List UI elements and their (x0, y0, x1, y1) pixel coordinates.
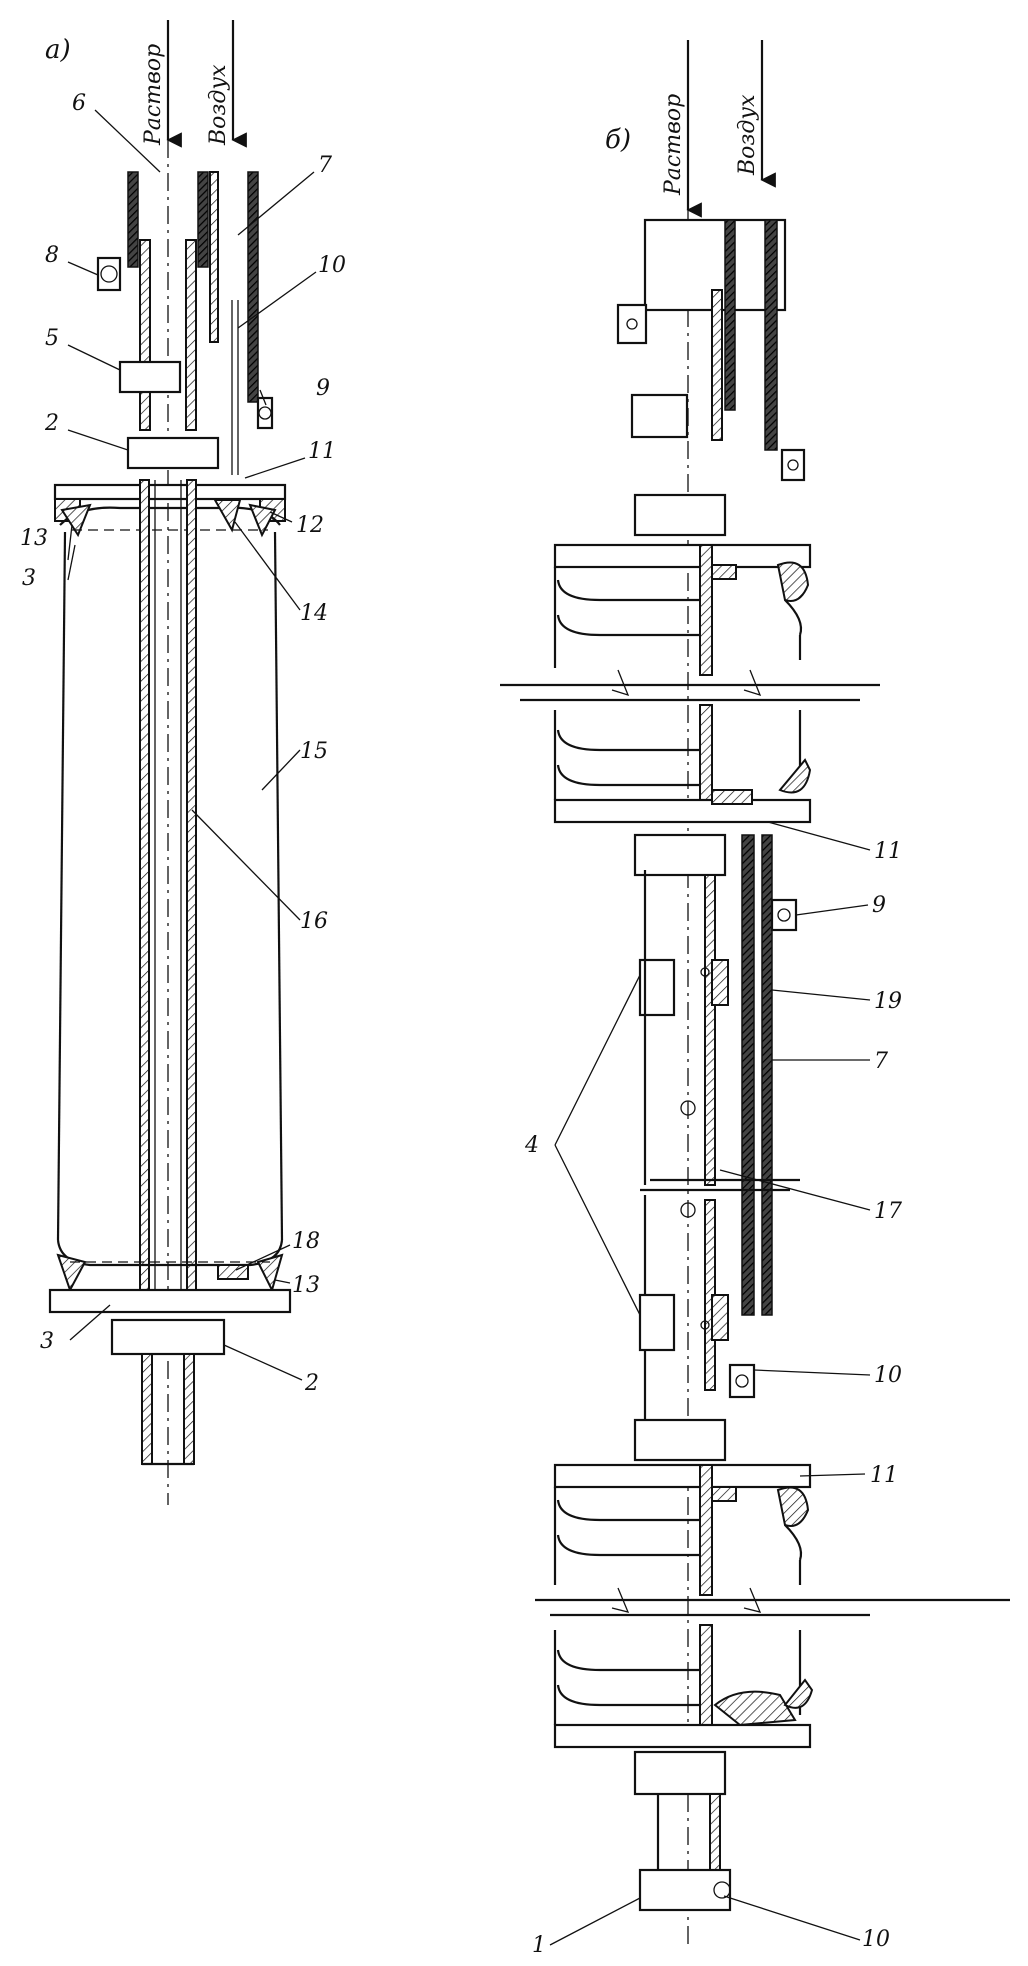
seal-b-top (776, 561, 810, 602)
callout-b-10-bottom: 10 (862, 1927, 890, 1952)
plug-10 (713, 1881, 731, 1899)
hose-wall-mid (197, 171, 209, 268)
panel-a: а) Раствор Воздух (20, 20, 346, 1505)
panel-b: б) Раствор Воздух (500, 40, 1010, 1958)
nut-b-bottom (633, 1750, 727, 1796)
air-hose-wall (247, 171, 259, 403)
cylinder-15-right (273, 531, 284, 1241)
callout-a-16: 16 (300, 909, 328, 934)
flow-label-air-b: Воздух (735, 94, 760, 176)
clamp-8 (96, 256, 122, 292)
clamp-8-bolt (100, 265, 118, 283)
clamp-9 (256, 396, 274, 430)
top-flange (53, 483, 287, 501)
outlet-pipe-right (183, 1353, 195, 1465)
end-cap-1 (638, 1868, 732, 1912)
tube-16-wall-right (186, 479, 197, 1301)
callout-a-8: 8 (45, 243, 59, 268)
nut-b-top (630, 393, 689, 439)
nut-2-bottom (110, 1318, 226, 1356)
bell-b-top-flange (553, 543, 812, 569)
fitting-14 (213, 499, 242, 533)
hose-7 (761, 834, 773, 1316)
callout-a-2-bottom: 2 (304, 1371, 319, 1396)
callout-b-4: 4 (524, 1133, 539, 1158)
callout-b-9: 9 (872, 893, 886, 918)
callout-b-7: 7 (874, 1049, 888, 1074)
nut-2-top (126, 436, 220, 470)
pipe-wall-right (185, 239, 197, 431)
callout-a-13-bottom: 13 (292, 1273, 320, 1298)
nut-b-mid (633, 833, 727, 877)
callout-a-13-top: 13 (20, 526, 48, 551)
callout-a-12: 12 (296, 513, 324, 538)
callout-a-2: 2 (44, 411, 59, 436)
outlet-pipe-left (141, 1353, 153, 1465)
callout-a-18: 18 (292, 1229, 320, 1254)
nut-5 (118, 360, 182, 394)
hose-wall-left (127, 171, 139, 268)
flow-label-solution-a: Раствор (141, 44, 166, 146)
callout-a-9: 9 (316, 376, 330, 401)
clamp-b-9 (770, 898, 798, 932)
air-hose-inner (209, 171, 219, 343)
gasket-13-bottom (56, 1253, 87, 1293)
callout-a-3-top: 3 (22, 566, 36, 591)
hose-19 (741, 834, 755, 1316)
callout-a-14: 14 (300, 601, 328, 626)
callout-b-11-top: 11 (874, 839, 902, 864)
coupling-4-bottom (638, 1293, 676, 1352)
seal-12 (59, 506, 281, 526)
flow-label-air-a: Воздух (206, 64, 231, 146)
bell-b-lower-flange (553, 1463, 812, 1489)
bell-b-mid-flange (553, 798, 812, 824)
callout-a-10: 10 (318, 253, 346, 278)
callout-a-5: 5 (45, 326, 59, 351)
clamp-b-9-top (780, 448, 806, 482)
leader-lines-a (67, 109, 317, 1381)
flow-label-solution-b: Раствор (661, 94, 686, 196)
tube-16-wall-left (139, 479, 150, 1301)
callout-b-1: 1 (532, 1933, 546, 1958)
callout-b-17: 17 (874, 1199, 902, 1224)
pipe-wall-left (139, 239, 151, 431)
clamp-b-10 (728, 1363, 756, 1399)
leader-lines-b (549, 821, 871, 1946)
gasket-13-top (60, 503, 92, 538)
bottom-flange-3 (48, 1288, 292, 1314)
callout-b-19: 19 (874, 989, 902, 1014)
nut-b-2 (633, 493, 727, 537)
callout-a-6: 6 (72, 91, 86, 116)
clamp-9-bolt (258, 406, 272, 420)
clamp-b-top (616, 303, 648, 345)
nut-b-lower (633, 1418, 727, 1462)
bell-b-bottom-flange (553, 1723, 812, 1749)
callout-a-3-bottom: 3 (40, 1329, 54, 1354)
callout-a-15: 15 (300, 739, 328, 764)
cylinder-15-left (56, 531, 67, 1241)
panel-b-letter: б) (605, 125, 631, 155)
callout-a-11: 11 (308, 439, 336, 464)
callout-a-7: 7 (318, 153, 332, 178)
callout-b-10: 10 (874, 1363, 902, 1388)
panel-a-letter: а) (45, 35, 71, 65)
callout-b-11-bottom: 11 (870, 1463, 898, 1488)
